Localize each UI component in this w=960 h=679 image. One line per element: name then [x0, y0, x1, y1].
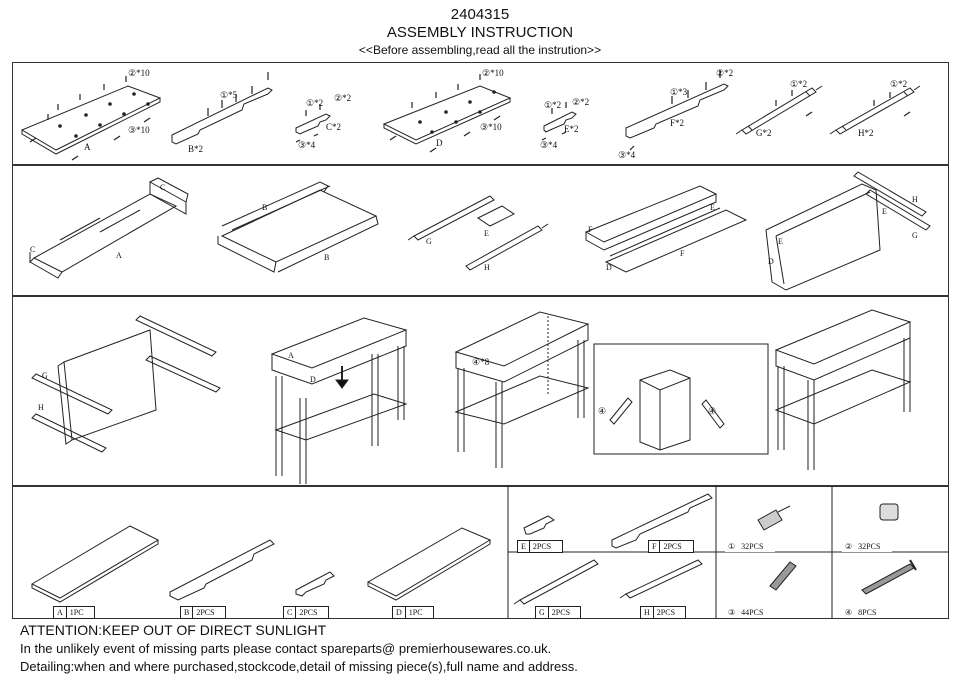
s17-screw1: ④ [598, 406, 606, 416]
s13-e2: E [778, 237, 783, 246]
s3-a: ①*2 [306, 98, 323, 108]
s5-c: ③*4 [540, 140, 558, 150]
s1-screw-top: ②*10 [128, 68, 150, 78]
row3-frame [12, 296, 949, 486]
page-title: ASSEMBLY INSTRUCTION [386, 24, 574, 41]
s13-h: H [912, 195, 918, 204]
s9-c1: C [160, 183, 165, 192]
step14-assembly [31, 315, 221, 453]
s4-screw-top: ②*10 [482, 68, 504, 78]
s13-g: G [912, 231, 918, 240]
s6-a: ①*3 [670, 87, 688, 97]
step9-assembly [29, 177, 189, 279]
step17-detail [593, 343, 769, 455]
s15-d: D [310, 375, 316, 384]
s3-b: ②*2 [334, 93, 351, 103]
s1-screw-bot: ③*10 [128, 125, 150, 135]
s15-a: A [288, 351, 294, 360]
s7-part: G*2 [756, 128, 772, 138]
step11-assembly [407, 195, 549, 271]
s13-d: D [768, 257, 774, 266]
step15-assembly [270, 317, 408, 484]
s11-e: E [484, 229, 489, 238]
s14-g: G [42, 371, 48, 380]
step1-panel-a [20, 76, 162, 161]
parts-drawings [30, 493, 917, 605]
s12-e: E [710, 203, 715, 212]
s16-screw: ④*8 [472, 357, 490, 367]
step18-assembly [774, 309, 912, 470]
page-subtitle: <<Before assembling,read all the instrut… [358, 43, 602, 57]
s11-g: G [426, 237, 432, 246]
s11-h: H [484, 263, 490, 272]
s8-a: ①*2 [890, 79, 907, 89]
s5-b: ②*2 [572, 97, 589, 107]
s9-c2: C [30, 245, 35, 254]
s10-b2: B [324, 253, 329, 262]
step7-rod-g [735, 85, 823, 135]
s2-screw: ①*5 [220, 90, 238, 100]
s5-a: ①*2 [544, 100, 561, 110]
s14-h: H [38, 403, 44, 412]
s2-part: B*2 [188, 144, 203, 154]
row1-frame [12, 62, 949, 165]
s3-part: C*2 [326, 122, 341, 132]
s6-b: ②*2 [716, 68, 733, 78]
step5-part-e [541, 102, 577, 141]
step8-rod-h [829, 85, 921, 135]
s4-part: D [436, 138, 443, 148]
step6-rail-f [625, 70, 729, 151]
s12-d: D [606, 263, 612, 272]
s6-c: ③*4 [618, 150, 636, 160]
s12-f2: F [680, 249, 685, 258]
s17-screw2: ④ [708, 406, 716, 416]
step13-assembly [765, 171, 931, 291]
step4-panel-d [382, 74, 512, 153]
s4-screw-bot: ③*10 [480, 122, 502, 132]
step2-rail-b [171, 72, 273, 145]
product-code: 2404315 [450, 6, 510, 23]
step10-assembly [217, 181, 379, 273]
step3-part-c [295, 104, 331, 143]
s5-part: E*2 [564, 124, 579, 134]
s9-a: A [116, 251, 122, 260]
s3-c: ③*4 [298, 140, 316, 150]
attention-note: ATTENTION:KEEP OUT OF DIRECT SUNLIGHT [20, 622, 327, 638]
step16-assembly [454, 311, 590, 468]
s7-a: ①*2 [790, 79, 807, 89]
s1-part: A [84, 142, 91, 152]
s12-f1: F [588, 225, 593, 234]
s6-part: F*2 [670, 118, 684, 128]
s8-part: H*2 [858, 128, 874, 138]
s10-b1: B [262, 203, 267, 212]
step12-assembly [584, 185, 748, 273]
missing-parts-note: In the unlikely event of missing parts p… [20, 641, 552, 656]
s13-e1: E [882, 207, 887, 216]
row2-frame [12, 165, 949, 296]
detailing-note: Detailing:when and where purchased,stock… [20, 659, 578, 674]
